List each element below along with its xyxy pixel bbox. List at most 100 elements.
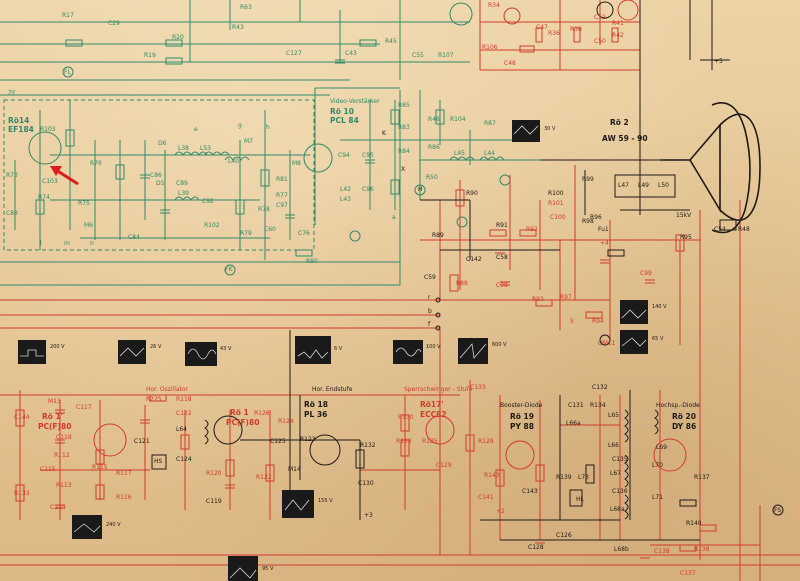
- comp-label: C132: [592, 384, 608, 391]
- terminal-fk: FK: [225, 266, 233, 273]
- comp-label: L71: [652, 494, 663, 501]
- comp-label: R107: [438, 52, 454, 59]
- label-tube-ro1-prime: Rö 1': [42, 412, 64, 421]
- comp-label: C144: [14, 414, 30, 421]
- comp-label: L64: [176, 426, 187, 433]
- comp-label: R43: [232, 24, 244, 31]
- lower-black: [151, 297, 784, 541]
- wire-label-g: g: [238, 122, 242, 129]
- comp-label: C58: [496, 254, 508, 261]
- comp-label: R140: [686, 520, 702, 527]
- comp-label: C118: [56, 434, 72, 441]
- wire-label-f: f: [428, 321, 431, 328]
- terminal-x: X: [401, 166, 406, 173]
- comp-label: D6: [158, 140, 167, 147]
- comp-label: M13: [48, 398, 61, 405]
- label-hor-endstufe: Hor. Endstufe: [312, 386, 353, 393]
- comp-label: R102: [204, 222, 220, 229]
- comp-label: R48: [738, 226, 750, 233]
- wire-label-m: m: [64, 240, 70, 247]
- comp-label: L65: [608, 412, 619, 419]
- comp-label: R139: [556, 474, 572, 481]
- comp-label: R63: [240, 4, 252, 11]
- scope-label: 100 V: [426, 344, 441, 350]
- comp-label: L42: [340, 186, 351, 193]
- comp-label: R86: [428, 144, 440, 151]
- comp-label: R123: [300, 436, 316, 443]
- wire-label-h: h: [266, 124, 270, 131]
- comp-label: C135: [612, 456, 628, 463]
- comp-label: R88: [456, 280, 468, 287]
- label-tube-ef184: EF184: [8, 125, 34, 134]
- comp-label: C95: [362, 152, 374, 159]
- comp-label: C29: [108, 20, 120, 27]
- comp-label: L49: [638, 182, 649, 189]
- comp-label: R103: [40, 126, 56, 133]
- comp-label: L50: [658, 182, 669, 189]
- wire-label-e: e: [194, 126, 198, 133]
- comp-label: R115: [92, 464, 108, 471]
- comp-label: L66a: [566, 420, 581, 427]
- comp-label: R124: [278, 418, 294, 425]
- comp-label: L68b: [614, 546, 629, 553]
- terminal-s: S: [570, 318, 574, 325]
- label-zf: ZF: [8, 90, 16, 97]
- comp-label: C121: [134, 438, 150, 445]
- comp-label: R120: [206, 470, 222, 477]
- label-video-amp: Video-Verstärker: [330, 98, 380, 105]
- comp-label: C103: [42, 178, 58, 185]
- comp-label: R130: [398, 414, 414, 421]
- comp-label: R118: [176, 396, 192, 403]
- comp-label: R92: [526, 226, 538, 233]
- comp-label: R46: [428, 116, 440, 123]
- comp-label: R132: [360, 442, 376, 449]
- comp-label: C89: [176, 180, 188, 187]
- label-tube-pcl84: PCL 84: [330, 116, 359, 125]
- label-ro2: Rö 2: [610, 118, 629, 127]
- comp-label: C83: [6, 210, 18, 217]
- comp-label: C94: [338, 152, 350, 159]
- comp-label: R84: [398, 148, 410, 155]
- comp-label: C47: [536, 24, 548, 31]
- om11-label: OM11: [598, 340, 616, 347]
- plus4-label: +4: [600, 240, 609, 247]
- terminal-hl: HL: [576, 496, 584, 503]
- comp-label: R133: [14, 490, 30, 497]
- comp-label: R95: [680, 234, 692, 241]
- comp-label: R100: [548, 190, 564, 197]
- comp-label: R17: [62, 12, 74, 19]
- comp-label: M6: [84, 222, 93, 229]
- comp-label: C48: [504, 60, 516, 67]
- label-tube-dy86: DY 86: [672, 422, 697, 431]
- scope-label: 30 V: [544, 126, 556, 132]
- comp-label: C141: [478, 494, 494, 501]
- comp-label: R74: [38, 194, 50, 201]
- comp-label: R137: [694, 474, 710, 481]
- comp-label: C97: [276, 202, 288, 209]
- comp-label: L73: [578, 474, 589, 481]
- label-tube-ecc82: ECC82: [420, 410, 447, 419]
- comp-label: C84: [128, 234, 140, 241]
- label-hv-diode: Hochsp.-Diode: [656, 402, 700, 409]
- comp-label: C119: [206, 498, 222, 505]
- comp-label: R38: [570, 26, 582, 33]
- label-tube-py88: PY 88: [510, 422, 534, 431]
- comp-label: L45: [454, 150, 465, 157]
- comp-label: R42: [612, 32, 624, 39]
- comp-label: C54: [714, 226, 726, 233]
- scope-images: [18, 120, 648, 581]
- label-tube-ro10: Rö 10: [330, 107, 354, 116]
- comp-label: C115: [40, 466, 56, 473]
- label-tube-ro18: Rö 18: [304, 400, 328, 409]
- comp-label: C55: [412, 52, 424, 59]
- comp-label: R128: [396, 438, 412, 445]
- comp-label: R50: [426, 174, 438, 181]
- scope-label: 600 V: [492, 342, 507, 348]
- comp-label: R81: [276, 176, 288, 183]
- comp-label: R41: [612, 20, 624, 27]
- comp-label: R45: [385, 38, 397, 45]
- scope-label: 200 V: [50, 344, 65, 350]
- comp-label: C117: [76, 404, 92, 411]
